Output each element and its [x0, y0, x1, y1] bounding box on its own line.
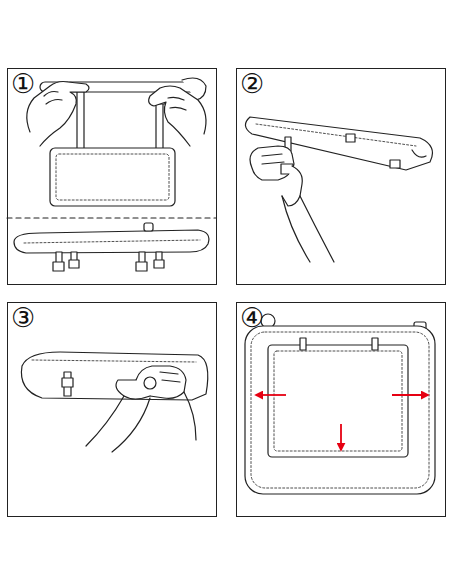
buckle — [144, 377, 156, 389]
step-panel: ① — [7, 68, 217, 285]
step-number: ④ — [240, 304, 264, 331]
visor-detail — [412, 150, 426, 157]
right-hand — [149, 86, 206, 146]
buckle — [69, 260, 79, 268]
panel-stitching — [274, 351, 402, 451]
step-three-art — [21, 352, 207, 452]
upper-hand — [250, 146, 294, 180]
panel-stitching — [56, 154, 169, 200]
visor-clip — [144, 223, 153, 231]
forearm — [282, 196, 334, 262]
finger-line — [262, 154, 284, 164]
lower-hand — [282, 166, 302, 206]
direction-arrows — [256, 395, 428, 450]
extender-panel — [50, 148, 175, 206]
visor-side-view — [14, 230, 209, 253]
step-panel: ② — [236, 68, 446, 285]
buckle — [53, 262, 64, 271]
direction-arrow — [256, 394, 286, 396]
visor-clip — [346, 134, 355, 142]
extender-panel — [268, 345, 408, 457]
step-number: ③ — [11, 304, 35, 331]
direction-arrow — [392, 394, 428, 396]
buckle — [390, 160, 400, 168]
buckle — [136, 262, 147, 271]
visor — [21, 352, 207, 400]
visor-stitching — [24, 240, 200, 243]
line-art — [7, 78, 435, 494]
step-number: ② — [240, 70, 264, 97]
step-two-art — [245, 117, 432, 262]
visor-stitching — [32, 360, 196, 362]
step-panel: ④ — [236, 302, 446, 517]
forearm — [86, 392, 196, 452]
left-hand — [116, 380, 150, 399]
step-one-art — [7, 78, 216, 271]
step-four-art — [245, 314, 435, 494]
step-panel: ③ — [7, 302, 217, 517]
visor-stitching — [251, 332, 429, 488]
divider-line — [7, 217, 216, 218]
strap — [77, 92, 84, 150]
finger-line — [160, 372, 180, 382]
buckle — [62, 378, 73, 387]
visor-stitching — [256, 124, 416, 146]
visor — [245, 326, 435, 494]
strap — [300, 338, 306, 350]
finger-line — [168, 97, 186, 110]
strap — [372, 338, 378, 350]
direction-arrow — [340, 424, 342, 450]
buckle — [154, 260, 164, 268]
left-hand — [27, 82, 89, 147]
finger-line — [44, 92, 62, 105]
step-number: ① — [11, 70, 35, 97]
